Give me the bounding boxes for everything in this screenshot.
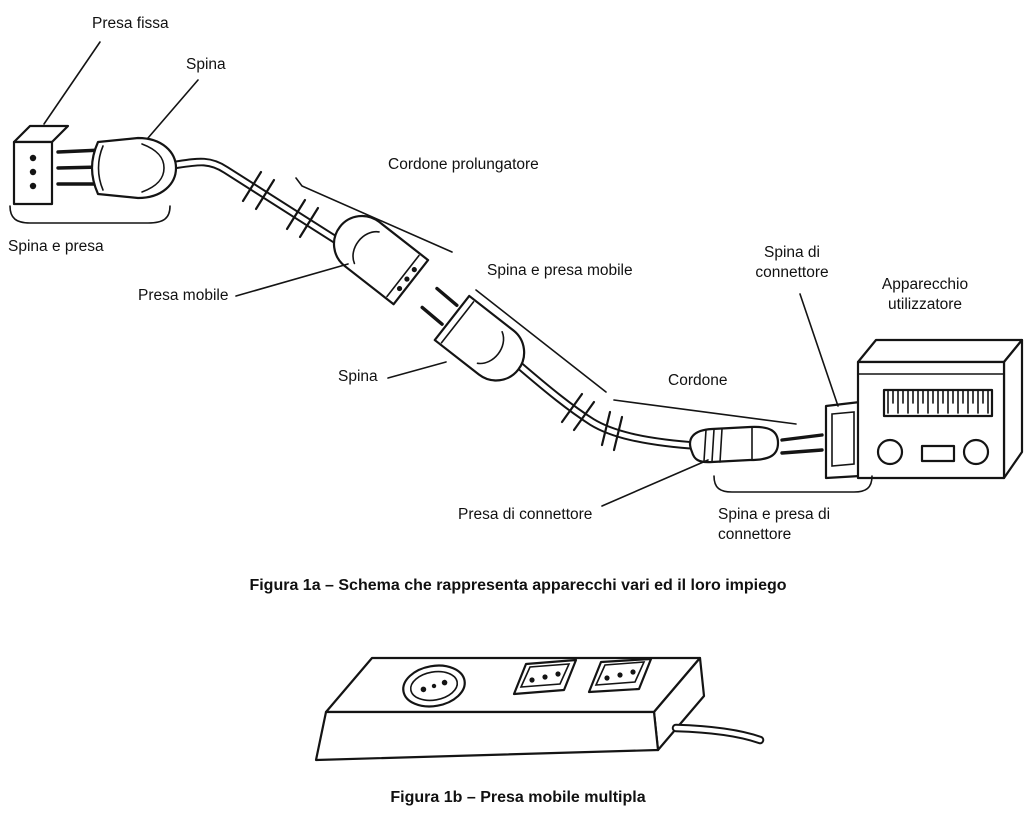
braces — [9, 177, 873, 493]
label-spina-top: Spina — [186, 56, 226, 73]
connector-socket — [688, 425, 780, 464]
caption-figura-1a: Figura 1a – Schema che rappresenta appar… — [249, 577, 787, 594]
extension-cable — [163, 157, 363, 259]
strip-rect-socket-1 — [512, 658, 578, 696]
appliance-knob-right — [962, 438, 990, 466]
appliance-knob-left — [876, 438, 904, 466]
label-apparecchio-line1: Apparecchio — [881, 276, 969, 293]
leader-presa-di-connettore — [601, 459, 709, 507]
label-spina-di-connettore-line2: connettore — [755, 264, 829, 281]
connector-prongs — [780, 433, 824, 455]
brace-spina-e-presa-mobile — [475, 289, 607, 393]
socket-hole — [29, 154, 37, 162]
caption-figura-1b: Figura 1b – Presa mobile multipla — [390, 789, 646, 806]
socket-hole — [404, 276, 410, 282]
appliance-inlet — [824, 400, 862, 480]
label-presa-mobile: Presa mobile — [138, 287, 229, 304]
label-spina-e-presa-di-connettore-line1: Spina e presa di — [718, 506, 831, 523]
label-spina-e-presa-mobile: Spina e presa mobile — [487, 262, 633, 279]
label-spina-e-presa: Spina e presa — [8, 238, 104, 255]
strip-round-socket — [402, 664, 466, 708]
label-spina-e-presa-di-connettore-line2: connettore — [718, 526, 792, 543]
brace-cordone-prolungatore — [295, 177, 453, 253]
label-presa-fissa: Presa fissa — [92, 15, 169, 32]
label-spina-di-connettore-line1: Spina di — [763, 244, 820, 261]
brace-spina-e-presa-di-connettore — [713, 475, 873, 493]
appliance-window — [920, 444, 956, 463]
label-apparecchio-utilizzatore: Apparecchio utilizzatore — [865, 275, 985, 315]
leader-spina-di-connettore — [799, 293, 839, 407]
label-cordone: Cordone — [668, 372, 728, 389]
cable-break-marks — [241, 170, 624, 452]
label-presa-di-connettore: Presa di connettore — [458, 506, 593, 523]
plug-1 — [56, 136, 178, 200]
fixed-socket — [12, 124, 70, 206]
socket-hole — [29, 168, 37, 176]
leader-spina-mid — [387, 361, 447, 379]
socket-hole — [411, 267, 417, 273]
label-spina-mid: Spina — [338, 368, 378, 385]
power-strip — [314, 656, 765, 762]
dial-ticks — [887, 390, 989, 414]
brace-cordone — [613, 399, 797, 425]
brace-spina-e-presa — [9, 205, 171, 224]
socket-hole — [29, 182, 37, 190]
leader-spina-top — [147, 79, 199, 139]
leader-presa-fissa — [43, 41, 101, 125]
strip-rect-socket-2 — [587, 657, 653, 694]
label-apparecchio-line2: utilizzatore — [887, 296, 963, 313]
label-cordone-prolungatore: Cordone prolungatore — [388, 156, 539, 173]
leader-lines — [43, 41, 839, 507]
label-spina-e-presa-di-connettore: Spina e presa di connettore — [718, 505, 830, 545]
appliance-cable — [515, 361, 705, 451]
mobile-socket — [332, 214, 430, 306]
appliance — [856, 338, 1024, 480]
leader-presa-mobile — [235, 263, 349, 297]
label-spina-di-connettore: Spina di connettore — [742, 243, 842, 283]
plug-2 — [420, 286, 526, 382]
socket-hole — [396, 285, 403, 292]
